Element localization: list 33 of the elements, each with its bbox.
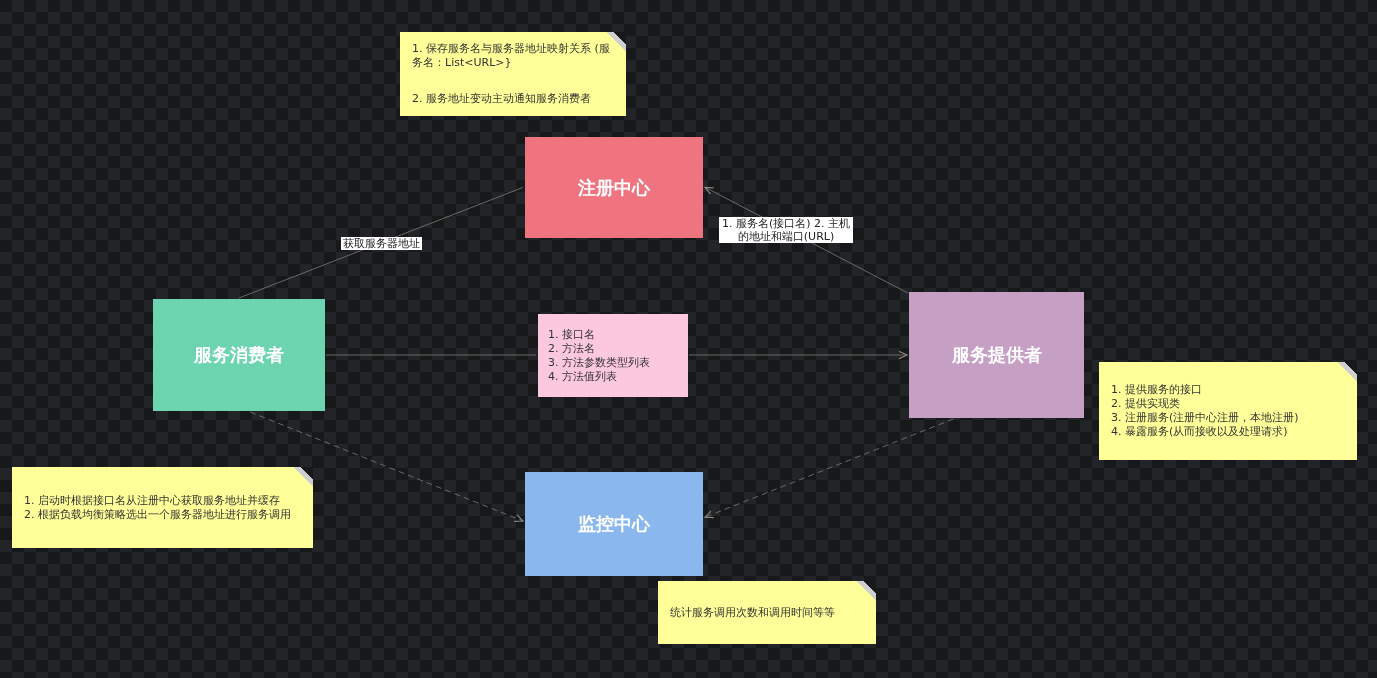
connector-line	[238, 186, 524, 299]
note-text: 1. 保存服务名与服务器地址映射关系 (服务名：List<URL>}	[412, 42, 611, 70]
note-text: 2. 根据负载均衡策略选出一个服务器地址进行服务调用	[24, 507, 292, 522]
note-text: 1. 提供服务的接口	[1111, 383, 1203, 397]
note-text: 4. 方法值列表	[548, 369, 618, 384]
edge-label: 1. 服务名(接口名) 2. 主机的地址和端口(URL)	[719, 217, 853, 243]
edge-label: 获取服务器地址	[340, 236, 422, 250]
arrow	[704, 418, 954, 519]
note-text: 2. 提供实现类	[1111, 397, 1181, 411]
note-text: 2. 方法名	[548, 341, 596, 356]
note-text: 1. 接口名	[548, 327, 596, 342]
note-text: 3. 方法参数类型列表	[548, 355, 651, 370]
process-box	[909, 292, 1084, 418]
note-text: 统计服务调用次数和调用时间等等	[670, 605, 836, 620]
arrow	[249, 411, 524, 522]
sticky-note	[400, 32, 626, 116]
note-text: 4. 暴露服务(从而接收以及处理请求)	[1111, 425, 1289, 439]
process-box	[153, 299, 325, 411]
box-label: 监控中心	[578, 512, 650, 536]
process-box	[525, 472, 703, 576]
box-label: 服务提供者	[951, 343, 1042, 367]
sticky-note	[1099, 362, 1357, 460]
note-text: 3. 注册服务(注册中心注册，本地注册)	[1111, 411, 1300, 425]
sticky-note	[658, 581, 876, 644]
note-text: 1. 启动时根据接口名从注册中心获取服务地址并缓存	[24, 493, 281, 508]
message-box	[538, 314, 688, 397]
sticky-note	[12, 467, 313, 548]
arrow	[688, 350, 908, 360]
process-box	[525, 137, 703, 238]
connector-line	[325, 354, 537, 356]
note-text: 2. 服务地址变动主动通知服务消费者	[412, 92, 592, 106]
box-label: 服务消费者	[194, 343, 284, 367]
box-label: 注册中心	[578, 175, 650, 200]
